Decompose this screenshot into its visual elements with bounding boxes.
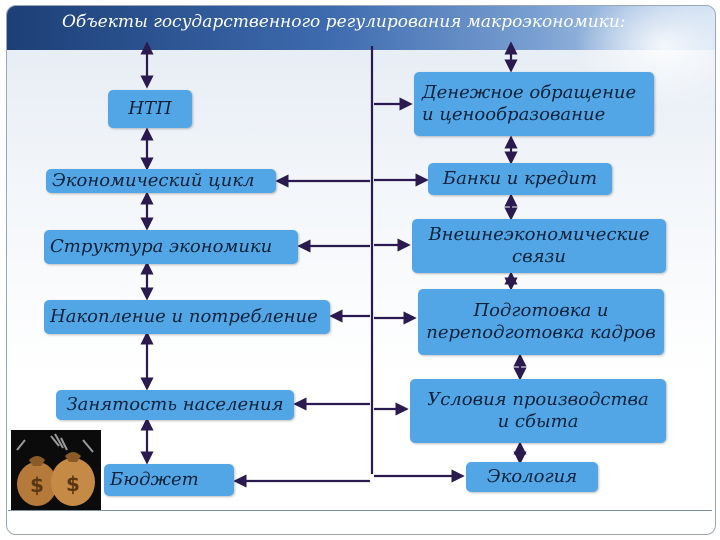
- box-training-line1: Подготовка и: [473, 299, 609, 321]
- box-money-circulation-line2: и ценообразование: [422, 104, 606, 125]
- box-accumulation-label: Накопление и потребление: [50, 305, 318, 327]
- box-economy-structure-label: Структура экономики: [50, 235, 273, 257]
- slide-title: Объекты государственного регулирования м…: [62, 12, 626, 32]
- svg-text:$: $: [66, 472, 80, 496]
- box-budget: Бюджет: [104, 464, 234, 496]
- box-foreign-relations-line2: связи: [512, 246, 566, 267]
- box-money-circulation: Денежное обращение и ценообразование: [414, 72, 654, 136]
- box-ecology-label: Экология: [486, 465, 578, 487]
- box-ntp: НТП: [108, 90, 192, 128]
- box-economy-structure: Структура экономики: [44, 230, 298, 264]
- box-employment-label: Занятость населения: [66, 393, 284, 415]
- box-budget-label: Бюджет: [110, 468, 199, 490]
- box-foreign-relations-line1: Внешнеэкономические: [428, 223, 650, 245]
- box-production-conditions-line1: Условия производства: [427, 388, 649, 410]
- box-ntp-label: НТП: [128, 97, 172, 119]
- box-production-conditions-line2: и сбыта: [497, 411, 579, 432]
- box-employment: Занятость населения: [56, 390, 294, 420]
- box-ecology: Экология: [466, 462, 598, 492]
- box-accumulation: Накопление и потребление: [44, 300, 330, 334]
- box-economic-cycle: Экономический цикл: [46, 169, 276, 193]
- box-foreign-relations: Внешнеэкономические связи: [412, 219, 666, 273]
- footer-divider: [8, 510, 712, 511]
- box-training-line2: переподготовка кадров: [426, 322, 656, 343]
- svg-text:$: $: [30, 473, 44, 497]
- box-banks-credit: Банки и кредит: [428, 163, 612, 195]
- box-production-conditions: Условия производства и сбыта: [410, 379, 666, 443]
- box-economic-cycle-label: Экономический цикл: [52, 169, 255, 191]
- box-money-circulation-line1: Денежное обращение: [422, 81, 637, 103]
- box-banks-credit-label: Банки и кредит: [442, 167, 598, 189]
- title-bar: [7, 6, 715, 106]
- box-training: Подготовка и переподготовка кадров: [418, 289, 664, 355]
- money-bags-icon: $ $: [11, 430, 101, 510]
